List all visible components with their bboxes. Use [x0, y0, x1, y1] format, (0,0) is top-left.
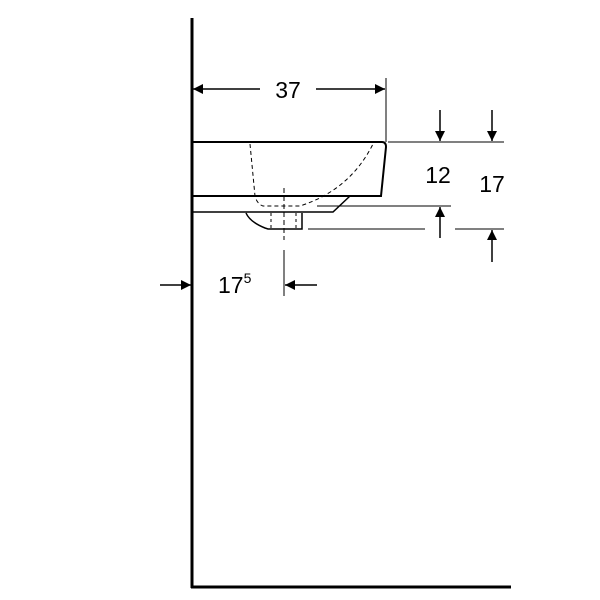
basin-outline	[192, 141, 388, 197]
dim-drain-offset-main: 17	[218, 272, 244, 298]
dim-total-height-label: 17	[479, 171, 505, 197]
dim-drain-offset-label: 175	[218, 270, 252, 298]
dim-drain-offset-sup: 5	[244, 270, 252, 286]
trap-outline	[245, 212, 303, 230]
bowl-hidden-line	[249, 143, 374, 207]
dim-basin-height-label: 12	[425, 162, 451, 188]
basin-ledge	[192, 195, 351, 213]
dim-width-label: 37	[275, 77, 301, 103]
